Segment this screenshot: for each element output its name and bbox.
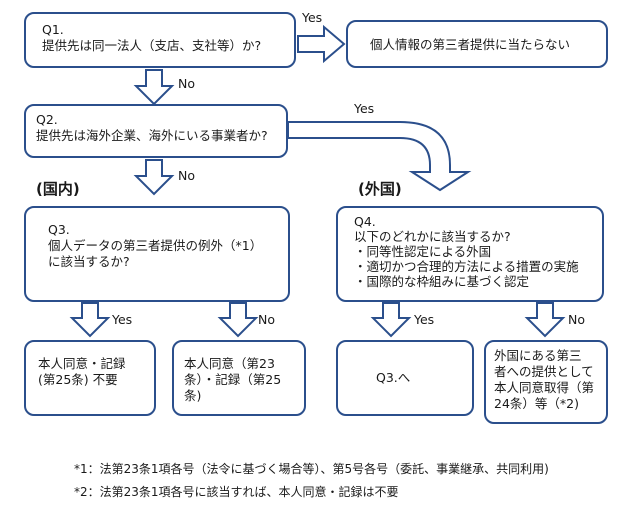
arrow-q4-no [524,302,566,338]
footnote-2: *2：法第23条1項各号に該当すれば、本人同意・記録は不要 [74,485,399,499]
q4-item-3: ・国際的な枠組みに基づく認定 [354,274,530,289]
q4-item-2: ・適切かつ合理的方法による措置の実施 [354,259,579,274]
q4-line1: 以下のどれかに該当するか? [354,229,511,244]
q1-yes-result: 個人情報の第三者提供に当たらない [346,20,608,68]
q3-yes-result-l2: (第25条) 不要 [38,372,118,387]
q3-no-result-l1: 本人同意（第23 [184,356,275,371]
q4-no-result-l3: 本人同意取得（第 [494,380,595,395]
q2-yes-label: Yes [354,101,375,116]
q3-line1: 個人データの第三者提供の例外（*1） [48,238,263,253]
q1-yes-result-text: 個人情報の第三者提供に当たらない [370,37,571,52]
q4-yes-label: Yes [414,312,435,327]
q4-yes-result: Q3.へ [336,340,474,416]
arrow-q2-yes [287,121,472,192]
q4-no-result-l2: 者への提供として [494,364,594,379]
q1-box: Q1. 提供先は同一法人（支店、支社等）か? [24,12,296,68]
arrow-q4-yes [370,302,412,338]
q1-text: 提供先は同一法人（支店、支社等）か? [42,38,262,53]
q2-number: Q2. [36,112,58,127]
q1-no-label: No [178,76,195,91]
arrow-q1-no [133,69,175,106]
q3-no-result-l3: 条) [184,388,202,403]
q4-no-result: 外国にある第三 者への提供として 本人同意取得（第 24条）等（*2) [484,340,608,424]
q4-item-1: ・同等性認定による外国 [354,244,492,259]
q2-no-label: No [178,168,195,183]
footnote-1: *1：法第23条1項各号（法令に基づく場合等）、第5号各号（委託、事業継承、共同… [74,462,549,476]
q3-yes-result: 本人同意・記録 (第25条) 不要 [24,340,156,416]
q4-number: Q4. [354,214,376,229]
q2-text: 提供先は海外企業、海外にいる事業者か? [36,128,268,143]
q3-number: Q3. [48,222,70,237]
arrow-q3-no [217,302,259,338]
q4-box: Q4. 以下のどれかに該当するか? ・同等性認定による外国 ・適切かつ合理的方法… [336,206,604,302]
q3-box: Q3. 個人データの第三者提供の例外（*1） に該当するか? [24,206,290,302]
arrow-q1-yes [297,24,346,64]
q4-no-result-l1: 外国にある第三 [494,348,582,363]
q3-line2: に該当するか? [48,254,130,269]
q3-yes-result-l1: 本人同意・記録 [38,356,126,371]
q4-no-label: No [568,312,585,327]
q1-number: Q1. [42,22,64,37]
domestic-heading: (国内) [36,180,80,198]
q3-yes-label: Yes [112,312,133,327]
q3-no-label: No [258,312,275,327]
q3-no-result-l2: 条）・記録（第25 [184,372,282,387]
q4-no-result-l4: 24条）等（*2) [494,396,579,411]
q1-yes-label: Yes [302,10,323,25]
arrow-q3-yes [69,302,111,338]
foreign-heading: (外国) [358,180,402,198]
q4-yes-result-text: Q3.へ [376,370,411,385]
q2-box: Q2. 提供先は海外企業、海外にいる事業者か? [24,104,288,158]
arrow-q2-no [133,159,175,196]
q3-no-result: 本人同意（第23 条）・記録（第25 条) [172,340,306,416]
